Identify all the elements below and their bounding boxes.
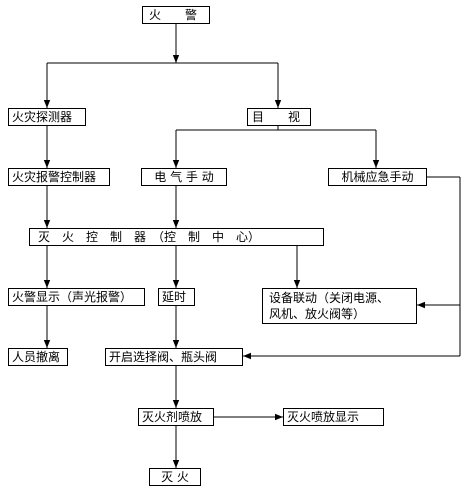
node-alarm-display: 火警显示（声光报警） bbox=[8, 288, 145, 306]
node-fire-alarm: 火 警 bbox=[142, 6, 210, 24]
node-fire-detector: 火灾探测器 bbox=[8, 108, 86, 126]
node-evacuation: 人员撤离 bbox=[8, 348, 68, 366]
node-release-display: 灭火喷放显示 bbox=[283, 408, 384, 426]
node-delay: 延时 bbox=[158, 288, 195, 306]
node-agent-release: 灭火剂喷放 bbox=[138, 408, 214, 426]
node-extinguished: 灭 火 bbox=[149, 468, 201, 486]
node-mech-emergency-manual: 机械应急手动 bbox=[328, 168, 427, 186]
node-electric-manual: 电 气 手 动 bbox=[141, 168, 227, 186]
device-linkage-line1: 设备联动（关闭电源、 bbox=[269, 290, 390, 305]
device-linkage-line2: 风机、放火阀等） bbox=[269, 307, 366, 321]
node-fire-alarm-controller: 火灾报警控制器 bbox=[8, 168, 110, 186]
node-visual: 目 视 bbox=[247, 108, 311, 126]
node-device-linkage: 设备联动（关闭电源、 风机、放火阀等） bbox=[262, 288, 417, 324]
node-open-valves: 开启选择阀、瓶头阀 bbox=[105, 348, 243, 366]
node-extinguish-controller: 灭 火 控 制 器 （控 制 中 心） bbox=[29, 228, 324, 246]
